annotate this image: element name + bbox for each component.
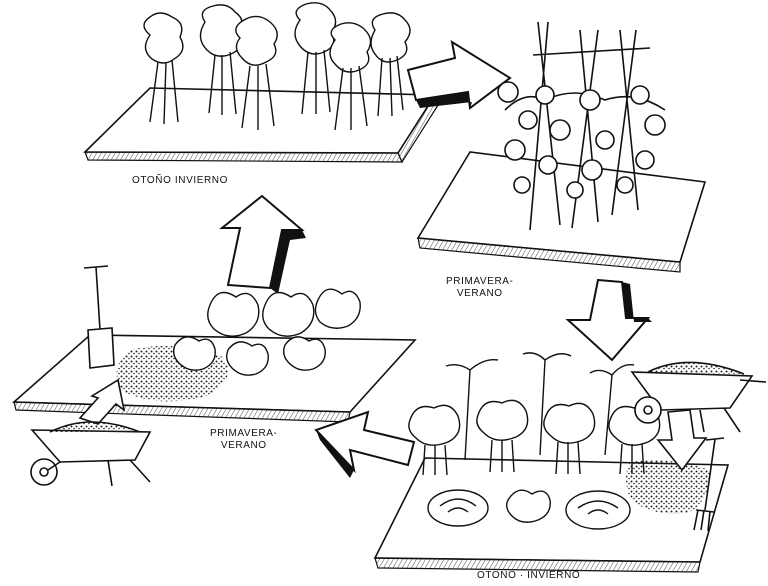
arrow-down-right — [565, 278, 652, 362]
lettuce-plants-mid — [172, 288, 361, 376]
label-spring-summer-top-line1: PRIMAVERA- — [446, 276, 514, 287]
wheelbarrow-right — [630, 361, 767, 433]
spade — [83, 265, 115, 369]
arrow-wheelbarrow-to-bed — [78, 378, 126, 425]
label-spring-summer-top: PRIMAVERA- VERANO — [446, 276, 514, 300]
bed-autumn-winter-top — [83, 87, 441, 164]
cabbage-plants — [427, 489, 631, 530]
label-spring-summer-mid-line2: VERANO — [220, 440, 267, 451]
label-spring-summer-top-line2: VERANO — [456, 288, 503, 299]
arrow-left-bottom — [314, 410, 416, 478]
bed-autumn-winter-bottom — [373, 457, 730, 573]
fork-tool — [693, 437, 725, 532]
label-spring-summer-mid: PRIMAVERA- VERANO — [210, 428, 278, 452]
leek-plants — [445, 352, 635, 461]
arrow-top-right — [406, 39, 512, 110]
trellis-tomatoes — [497, 21, 666, 231]
bed-spring-summer-top — [416, 151, 707, 273]
arrow-wheelbarrow-to-bottom-bed — [656, 409, 708, 472]
chard-plants-top — [143, 2, 411, 131]
chard-plants-bottom — [408, 399, 661, 476]
label-spring-summer-mid-line1: PRIMAVERA- — [210, 428, 278, 439]
label-autumn-winter-bottom: OTOÑO · INVIERNO — [477, 570, 581, 581]
wheelbarrow-left — [30, 421, 152, 487]
label-autumn-winter-top: OTOÑO INVIERNO — [132, 175, 229, 186]
arrow-up-left — [219, 194, 306, 294]
